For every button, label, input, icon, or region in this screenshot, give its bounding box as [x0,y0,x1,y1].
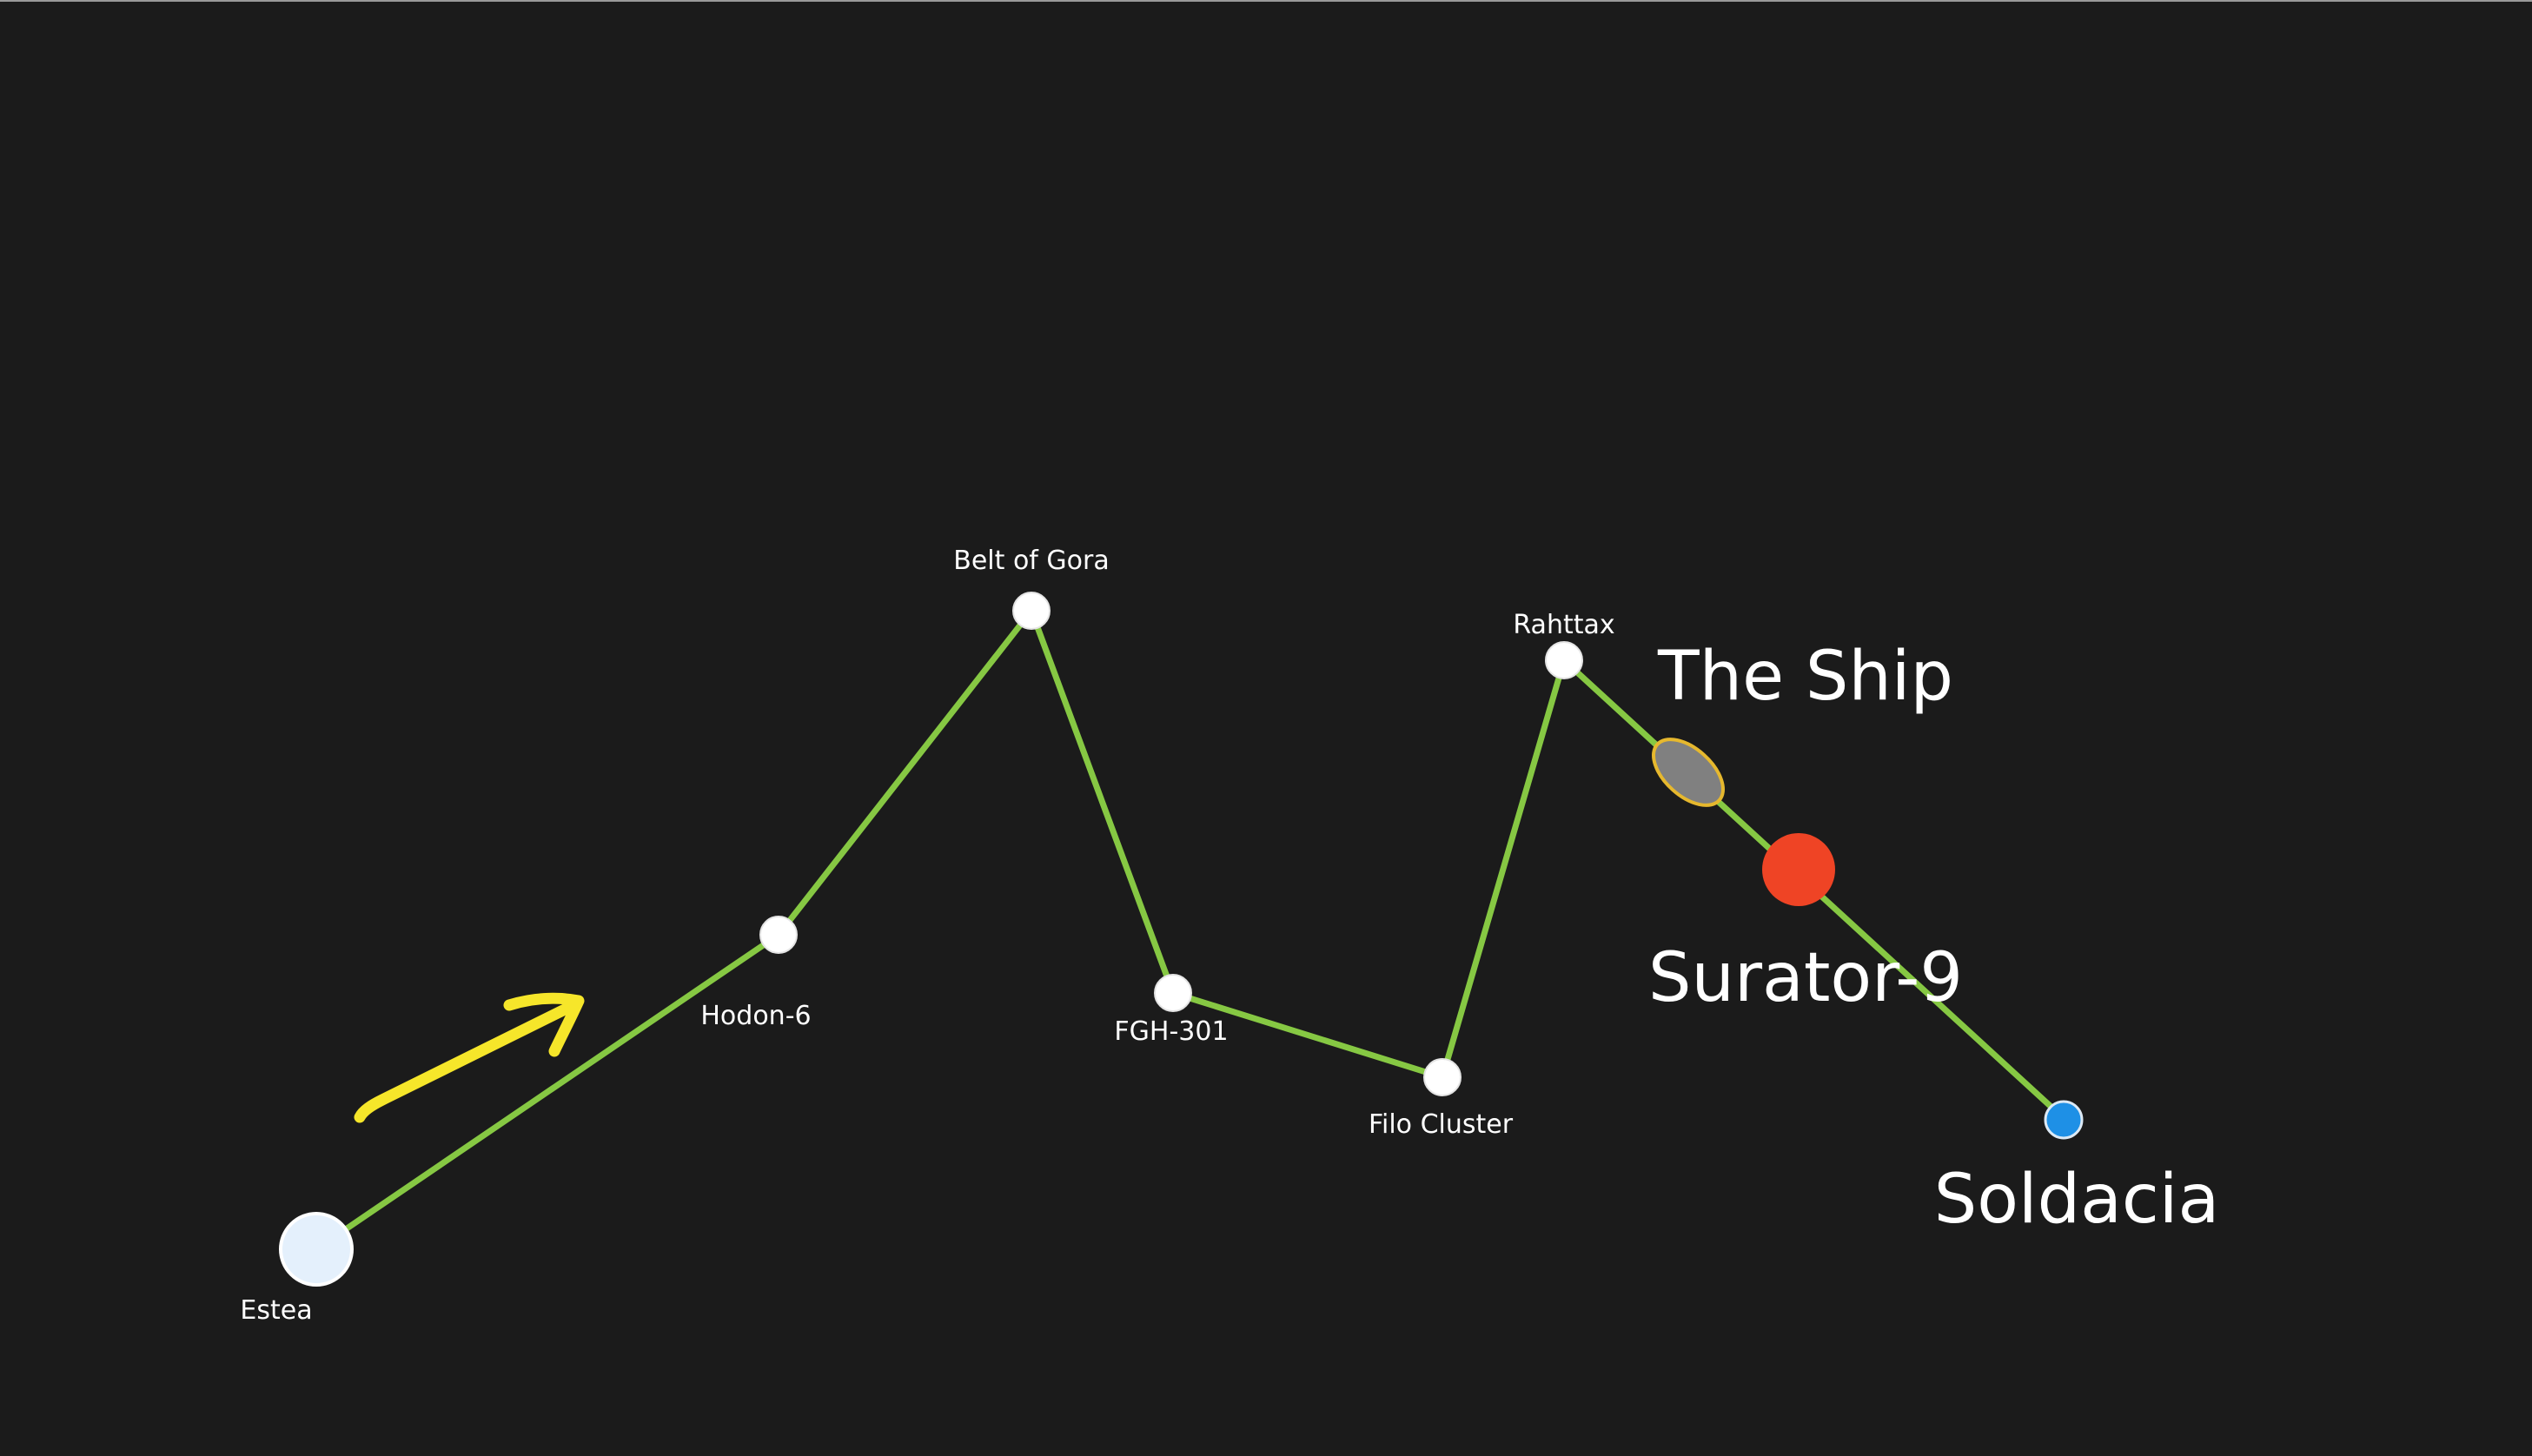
label-hodon-6: Hodon-6 [700,1001,811,1031]
node-fgh-301[interactable] [1154,974,1192,1012]
label-soldacia: Soldacia [1934,1161,2220,1239]
node-surator-9[interactable] [1762,833,1835,906]
node-soldacia[interactable] [2044,1100,2084,1140]
ship-icon[interactable] [1641,727,1734,817]
label-estea: Estea [240,1295,312,1326]
label-fgh-301: FGH-301 [1114,1016,1228,1047]
node-hodon-6[interactable] [759,916,798,954]
label-surator-9: Surator-9 [1648,939,1963,1017]
label-the-ship: The Ship [1657,638,1953,716]
direction-arrow-icon [354,992,585,1123]
label-belt-of-gora: Belt of Gora [953,546,1109,576]
node-rahttax[interactable] [1545,641,1583,679]
label-rahttax: Rahttax [1513,610,1614,640]
node-filo-cluster[interactable] [1423,1058,1462,1096]
node-belt-of-gora[interactable] [1012,592,1051,630]
node-estea[interactable] [279,1212,354,1287]
label-filo-cluster: Filo Cluster [1369,1109,1514,1140]
